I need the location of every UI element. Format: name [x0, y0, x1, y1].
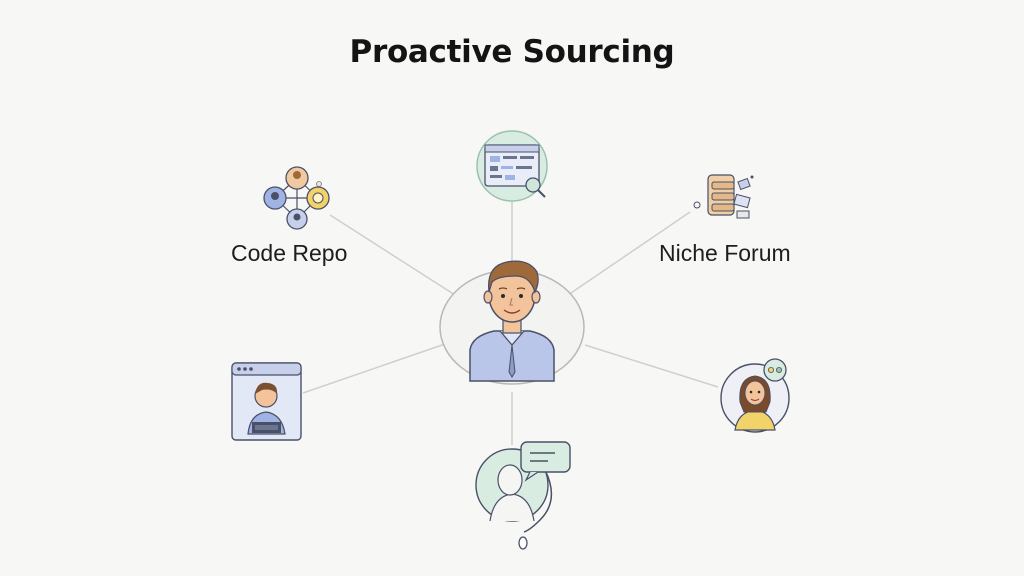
- job-board-dashboard-icon: [476, 130, 548, 202]
- profile-window-icon: [231, 362, 302, 441]
- connector-code-repo: [329, 214, 456, 296]
- forum-documents-icon: [693, 174, 754, 219]
- code-repo-label: Code Repo: [231, 240, 348, 266]
- female-candidate-chat-icon: [720, 358, 790, 433]
- connector-niche-forum: [567, 211, 691, 296]
- niche-forum-label: Niche Forum: [659, 240, 791, 266]
- network-graph-icon: [263, 166, 330, 230]
- diagram-title: Proactive Sourcing: [349, 34, 675, 70]
- connector-female-candidate: [584, 344, 719, 388]
- connector-lines: [302, 200, 719, 445]
- candidate-avatar-icon: [439, 260, 585, 385]
- connector-profile-window: [302, 343, 446, 394]
- referral-chat-icon: [475, 441, 571, 550]
